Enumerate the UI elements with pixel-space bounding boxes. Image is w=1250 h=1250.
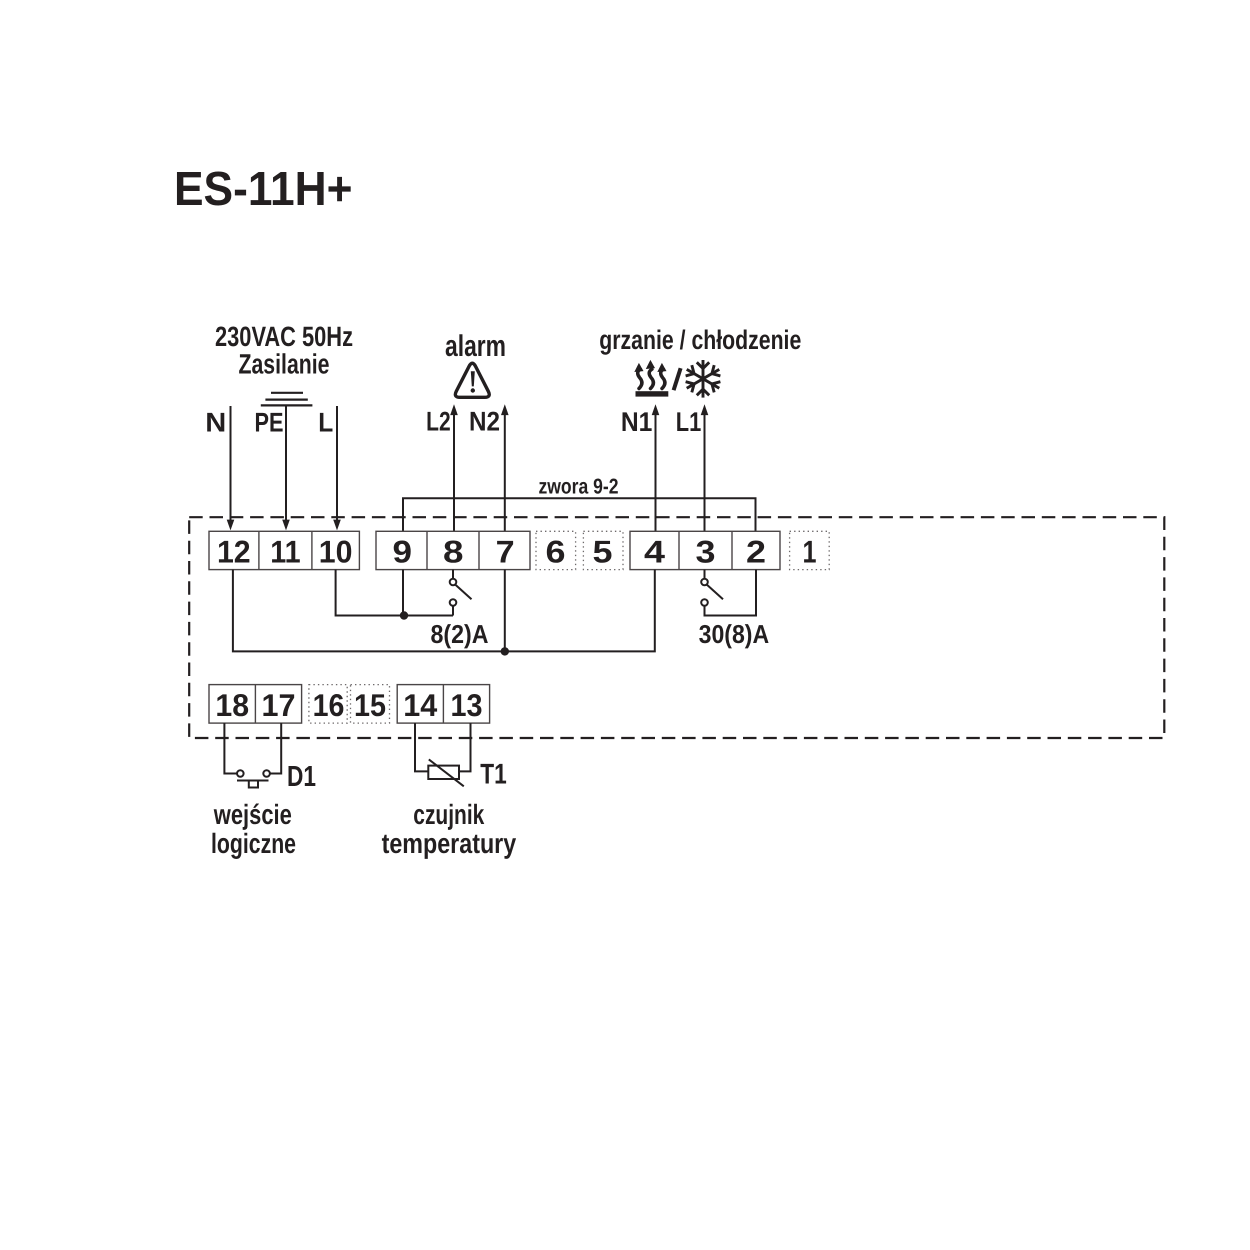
svg-text:D1: D1 [287, 761, 316, 793]
svg-text:2: 2 [746, 534, 766, 570]
svg-text:czujnik: czujnik [413, 799, 484, 830]
svg-text:8(2)A: 8(2)A [431, 619, 489, 649]
svg-text:5: 5 [593, 534, 613, 570]
svg-text:Zasilanie: Zasilanie [239, 349, 330, 380]
svg-text:4: 4 [644, 534, 666, 570]
svg-text:L2: L2 [426, 407, 451, 437]
svg-text:13: 13 [451, 687, 483, 723]
svg-text:6: 6 [546, 534, 566, 570]
svg-text:L: L [318, 407, 333, 437]
svg-text:T1: T1 [480, 758, 507, 790]
svg-text:18: 18 [215, 687, 249, 723]
svg-text:9: 9 [393, 534, 413, 570]
svg-text:15: 15 [354, 687, 386, 723]
svg-text:wejście: wejście [213, 799, 292, 830]
svg-text:ES-11H+: ES-11H+ [174, 163, 353, 216]
svg-text:8: 8 [443, 534, 464, 570]
svg-text:10: 10 [319, 534, 353, 570]
svg-text:30(8)A: 30(8)A [699, 619, 770, 649]
svg-text:11: 11 [270, 534, 300, 570]
svg-text:7: 7 [496, 534, 515, 570]
svg-text:alarm: alarm [445, 330, 506, 363]
svg-text:zwora 9-2: zwora 9-2 [539, 475, 619, 499]
svg-text:N: N [205, 407, 226, 437]
svg-text:230VAC 50Hz: 230VAC 50Hz [215, 321, 353, 352]
svg-text:14: 14 [403, 687, 437, 723]
svg-text:N2: N2 [469, 407, 500, 437]
svg-text:3: 3 [696, 534, 716, 570]
svg-text:L1: L1 [676, 407, 702, 437]
svg-text:grzanie / chłodzenie: grzanie / chłodzenie [599, 325, 801, 355]
svg-text:16: 16 [313, 687, 345, 723]
svg-text:1: 1 [803, 534, 817, 570]
svg-text:temperatury: temperatury [382, 828, 517, 859]
svg-text:N1: N1 [621, 407, 653, 437]
svg-text:PE: PE [255, 407, 284, 437]
svg-text:12: 12 [217, 534, 251, 570]
svg-text:logiczne: logiczne [211, 828, 296, 859]
svg-text:17: 17 [262, 687, 296, 723]
